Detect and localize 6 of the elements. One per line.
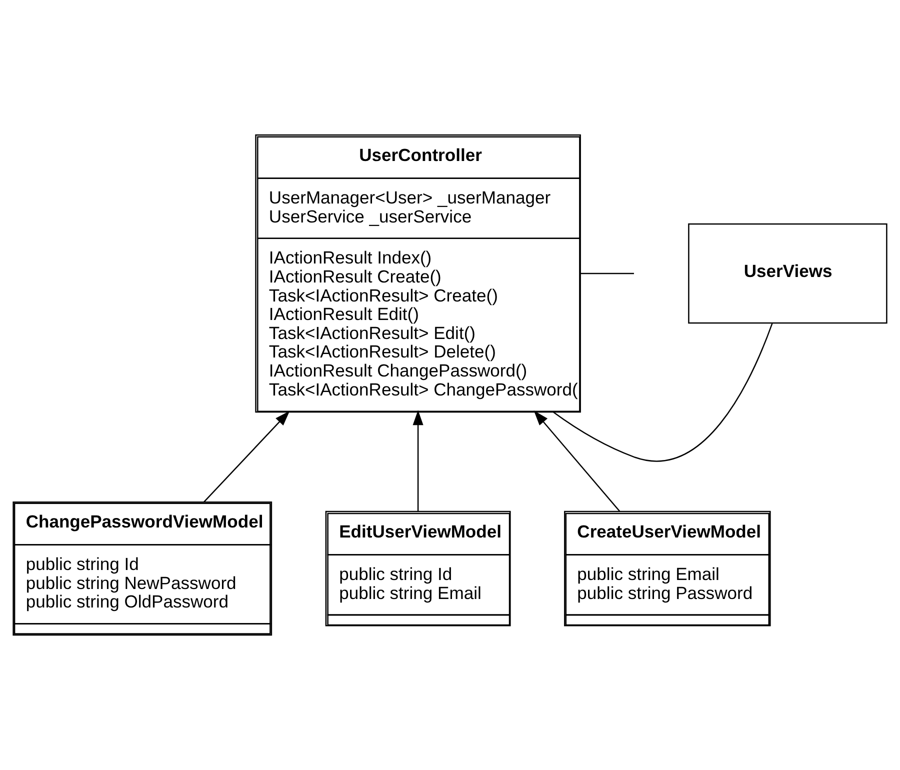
connector <box>580 272 634 274</box>
connector <box>553 323 773 462</box>
node-box: UserViews <box>688 223 888 324</box>
arrow <box>412 410 424 512</box>
arrow <box>203 410 290 502</box>
arrow <box>534 410 620 512</box>
